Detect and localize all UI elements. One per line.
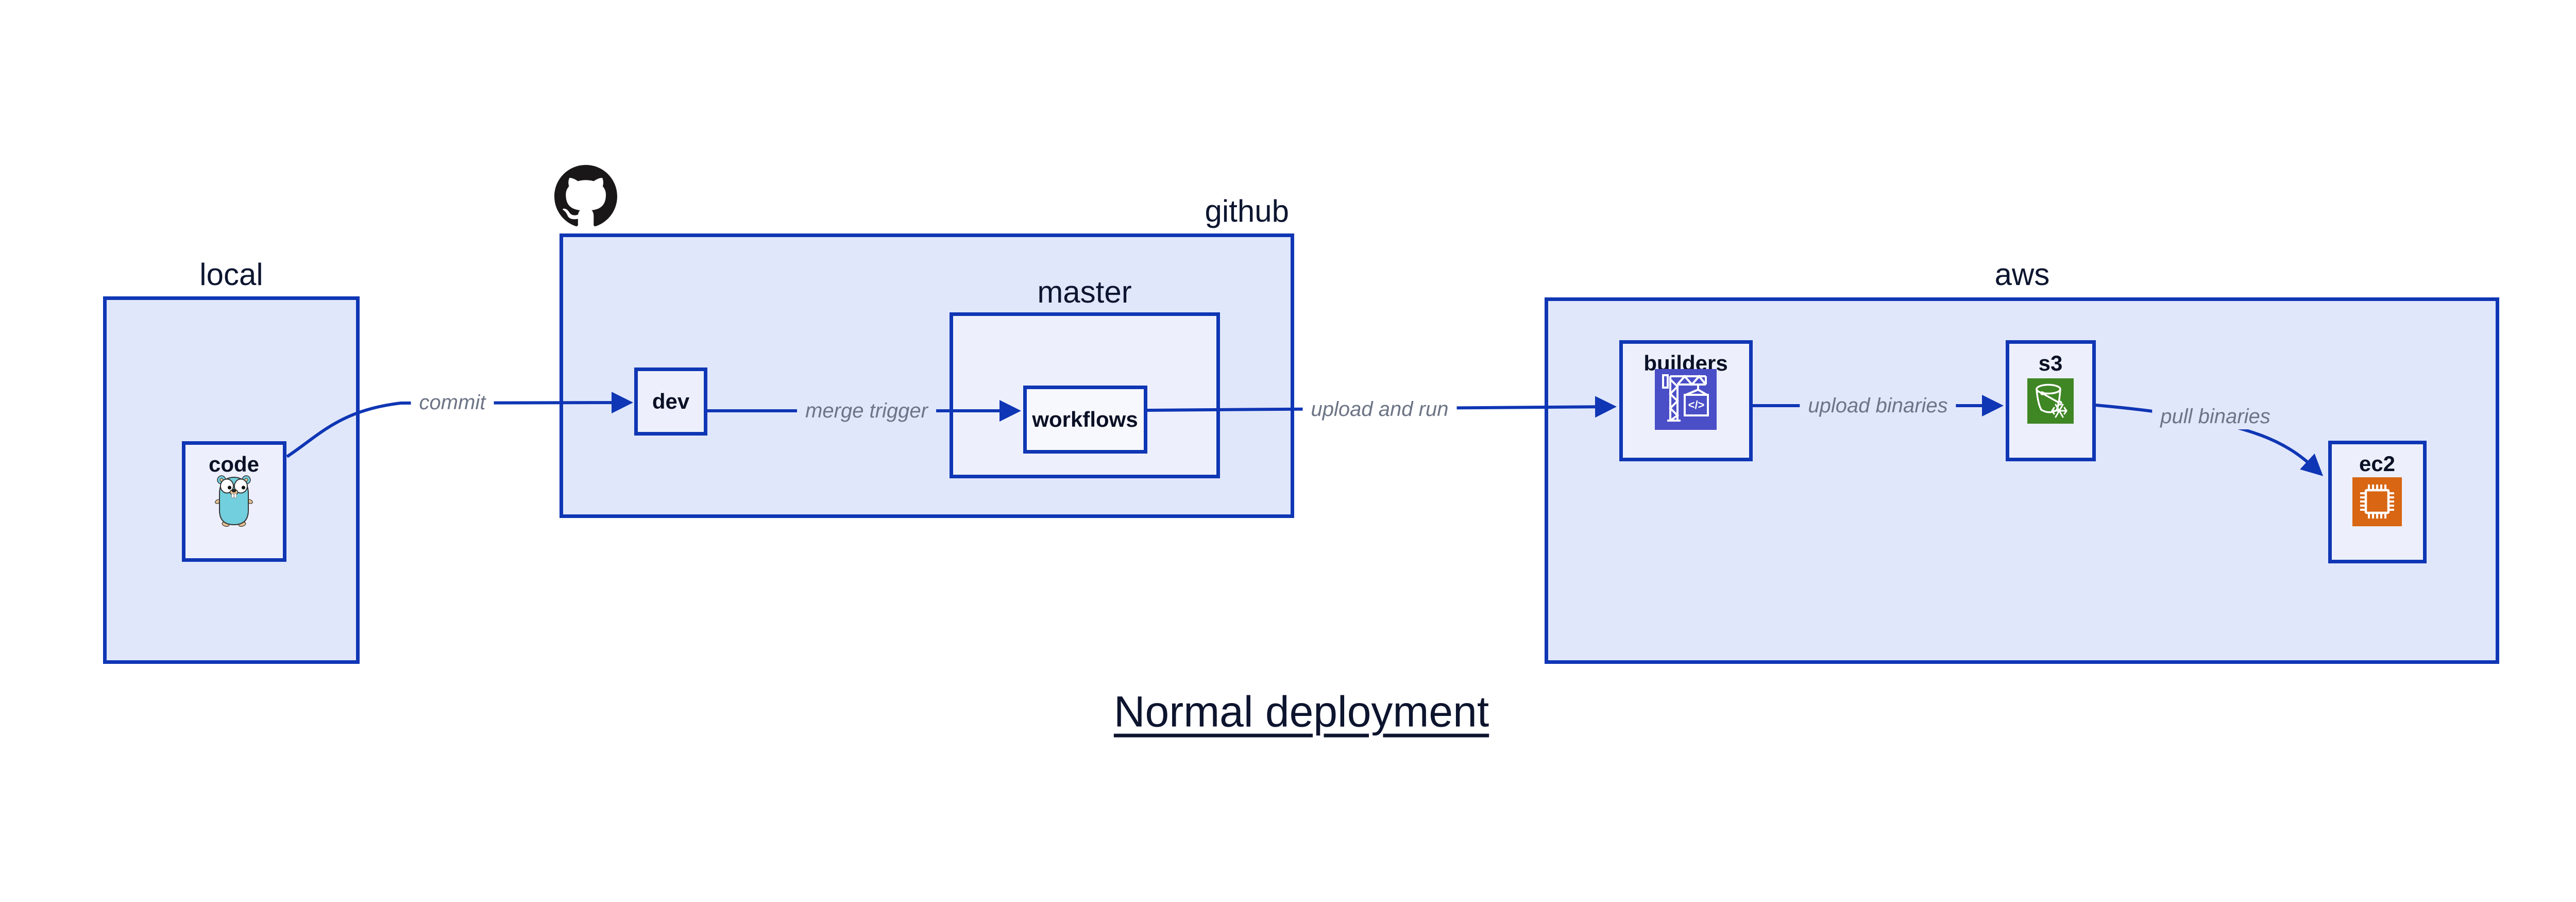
diagram-title: Normal deployment bbox=[1113, 687, 1489, 736]
edge-label-merge-trigger: merge trigger bbox=[797, 398, 936, 424]
edge-label-upload-binaries: upload binaries bbox=[1800, 393, 1956, 419]
aws-s3-glacier-bucket-icon bbox=[2027, 378, 2074, 424]
master-container-label: master bbox=[1037, 275, 1132, 309]
dev-node-label: dev bbox=[652, 389, 690, 413]
aws-container-label: aws bbox=[1994, 257, 2050, 292]
aws-codebuild-crane-icon: </> bbox=[1655, 369, 1717, 430]
edge-label-commit: commit bbox=[411, 390, 494, 415]
node-dev bbox=[634, 368, 707, 436]
aws-ec2-chip-icon bbox=[2352, 477, 2402, 526]
codebuild-code-glyph: </> bbox=[1688, 398, 1705, 411]
s3-node-label: s3 bbox=[2038, 351, 2063, 375]
node-workflows bbox=[1023, 386, 1147, 454]
edge-label-upload-and-run: upload and run bbox=[1302, 396, 1457, 422]
go-gopher-icon bbox=[215, 475, 253, 527]
github-octocat-icon bbox=[554, 165, 617, 226]
workflows-node-label: workflows bbox=[1032, 407, 1138, 431]
github-container-label: github bbox=[1205, 194, 1289, 228]
code-node-label: code bbox=[208, 452, 260, 476]
edge-label-pull-binaries: pull binaries bbox=[2152, 404, 2279, 429]
ec2-node-label: ec2 bbox=[2359, 452, 2396, 476]
node-builders bbox=[1619, 340, 1753, 461]
local-container-label: local bbox=[199, 257, 263, 292]
